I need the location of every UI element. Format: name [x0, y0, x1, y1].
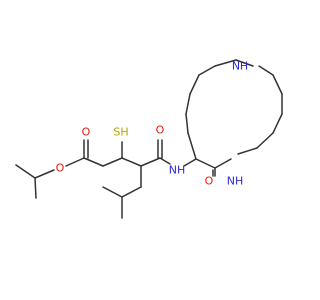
molecule-canvas: O O SH O NH N H O NH [15, 59, 283, 219]
amide-oxygen-label: O [156, 124, 165, 137]
bond [102, 157, 123, 167]
bond [102, 186, 123, 198]
bond [237, 147, 258, 155]
bond [15, 164, 36, 179]
bond [235, 59, 254, 67]
bond [214, 158, 232, 169]
bond [195, 158, 216, 169]
amide-nh-label: NH [169, 164, 186, 177]
bond [198, 65, 216, 76]
bond [258, 65, 274, 76]
bond [272, 113, 283, 134]
bond-layer [15, 59, 283, 219]
ring-nitrogen-top-label: N [232, 60, 240, 73]
bond [34, 169, 55, 179]
bond [183, 158, 197, 167]
bond [185, 113, 189, 134]
atom-label-layer: O O SH O NH N H O NH [56, 60, 248, 188]
bond [140, 157, 161, 167]
lactam-oxygen-label: O [205, 175, 214, 188]
structure-diagram: O O SH O NH N H O NH [15, 59, 283, 219]
bond [214, 59, 237, 67]
bond [159, 157, 171, 165]
bond [187, 132, 197, 160]
bond [185, 93, 191, 115]
bond [256, 132, 274, 149]
ring-nh-bottom-label: NH [227, 175, 244, 188]
ester-oxygen-label: O [56, 162, 65, 175]
ester-carbonyl-oxygen-label: O [82, 126, 91, 139]
bond [189, 74, 200, 95]
thiol-label: SH [113, 126, 128, 139]
bond [272, 74, 283, 95]
bond [121, 157, 142, 167]
bond [121, 186, 142, 198]
ring-hydrogen-top-label: H [240, 60, 248, 73]
bond [34, 177, 37, 199]
bond [65, 157, 85, 167]
bond [83, 157, 104, 167]
